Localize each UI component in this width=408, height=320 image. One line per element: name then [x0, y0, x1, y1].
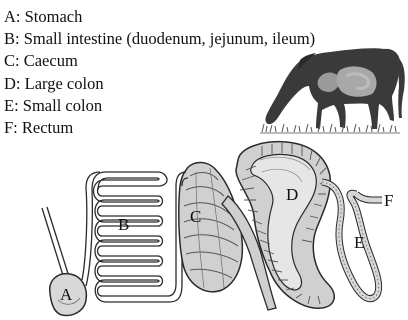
horse-tail — [398, 58, 405, 118]
horse-illustration — [260, 48, 405, 133]
label-e: E — [354, 233, 364, 252]
label-b: B — [118, 215, 129, 234]
rectum-organ — [356, 194, 382, 200]
label-a: A — [60, 285, 73, 304]
caecum-organ — [179, 163, 243, 292]
label-c: C — [190, 207, 201, 226]
large-colon-organ — [236, 142, 334, 308]
small-intestine-organ — [92, 172, 182, 302]
label-f: F — [384, 191, 393, 210]
label-d: D — [286, 185, 298, 204]
grass — [260, 124, 400, 133]
